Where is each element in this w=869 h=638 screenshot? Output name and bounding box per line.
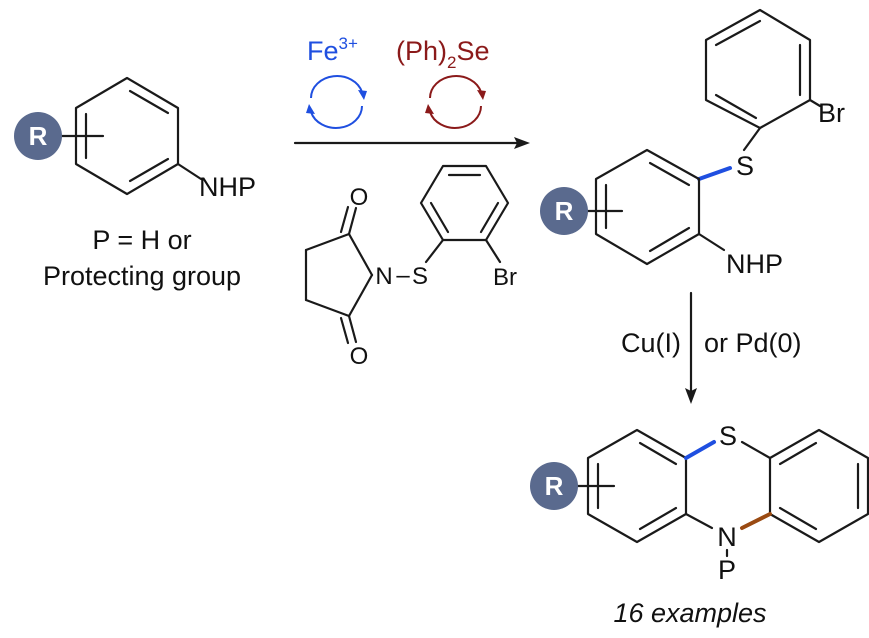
int-n-bond	[697, 232, 726, 252]
int-bottom-double	[648, 226, 691, 253]
sm-r-group-badge	[14, 112, 62, 160]
sulfenylating-reagent: O O N – S Br	[304, 164, 517, 370]
int-r-group-badge	[540, 187, 588, 235]
sm-double-bond	[128, 157, 170, 183]
prod-s-label: S	[719, 421, 737, 451]
prod-n-label: N	[717, 522, 737, 552]
int-top-double	[714, 19, 762, 47]
reagent-s-label: S	[412, 263, 428, 290]
int-top-double	[714, 93, 758, 120]
prod-right-double	[778, 441, 818, 466]
intermediate: Br S NHP R	[540, 8, 845, 279]
int-bottom-double	[648, 161, 691, 187]
reagent-o-top: O	[350, 184, 369, 211]
co-bond-top	[347, 206, 358, 236]
se-catalyst-label: (Ph)2Se	[396, 36, 490, 72]
se-cycle-icon	[425, 75, 486, 129]
prod-cn-bond	[684, 512, 714, 530]
sm-benzene-ring	[74, 76, 180, 196]
co-bond-top-2	[339, 205, 350, 234]
reagent-br-bond	[484, 238, 502, 264]
succ-bond	[304, 232, 351, 252]
fe-catalyst-label: Fe3+	[307, 34, 358, 66]
sm-r-group-label: R	[29, 121, 48, 151]
prod-r-group-label: R	[545, 471, 564, 501]
co-bond-bottom-2	[339, 316, 350, 345]
sm-nhp-label: NHP	[199, 172, 256, 202]
succ-bond	[347, 273, 374, 318]
starting-material: R NHP P = H or Protecting group	[14, 76, 256, 291]
prod-left-double	[638, 441, 678, 466]
int-top-ring	[704, 8, 812, 130]
int-nhp-label: NHP	[726, 249, 783, 279]
prod-right-ring	[768, 428, 869, 544]
reagent-o-bottom: O	[350, 343, 369, 370]
reagent-n-label: N	[375, 263, 392, 290]
sm-n-bond	[176, 162, 203, 181]
prod-cs-bond	[740, 440, 772, 460]
cyclization-arrow-head	[685, 388, 697, 404]
product: S N P R 16 examples	[530, 421, 869, 628]
succ-bond	[347, 232, 374, 277]
int-bottom-ring	[594, 148, 701, 266]
prod-cs-bond-new	[684, 440, 716, 460]
co-bond-bottom	[347, 314, 358, 344]
cyclization-step: Cu(I) or Pd(0)	[621, 291, 802, 404]
reagent-double-bond	[479, 201, 500, 234]
reaction-conditions: Fe3+ (Ph)2Se	[293, 34, 530, 149]
examples-caption: 16 examples	[613, 598, 766, 628]
sm-double-bond	[128, 89, 170, 115]
int-new-cs-bond	[697, 166, 732, 181]
prod-p-label: P	[718, 555, 736, 585]
prod-left-double	[638, 506, 678, 531]
reagent-dash: –	[396, 262, 410, 289]
int-br-bond	[808, 98, 822, 108]
int-r-group-label: R	[555, 196, 574, 226]
prod-right-double	[778, 506, 818, 531]
prod-r-group-badge	[530, 462, 578, 510]
succ-bond	[304, 298, 351, 318]
sm-note-line2: Protecting group	[43, 261, 241, 291]
reagent-double-bond	[429, 201, 450, 234]
fe-cycle-icon	[306, 75, 367, 129]
int-br-label: Br	[818, 98, 845, 128]
prod-cn-bond-new	[740, 512, 772, 530]
pd-catalyst-label: or Pd(0)	[704, 328, 802, 358]
reagent-benzene-ring	[419, 164, 510, 242]
sm-note-line1: P = H or	[92, 225, 191, 255]
int-s-bond-top	[742, 126, 762, 152]
reaction-arrow-head	[514, 137, 530, 149]
reagent-br-label: Br	[493, 264, 517, 291]
reagent-s-bond	[424, 238, 445, 264]
int-s-label: S	[736, 151, 754, 181]
cu-catalyst-label: Cu(I)	[621, 328, 681, 358]
